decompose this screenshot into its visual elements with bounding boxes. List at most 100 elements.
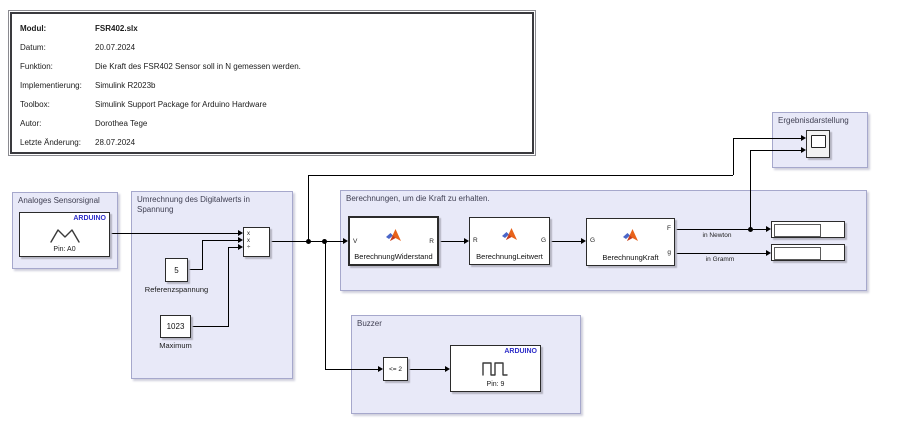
info-label: Implementierung: [20, 81, 82, 90]
info-label: Letzte Änderung: [20, 138, 81, 147]
info-label: Datum: [20, 43, 46, 52]
wire-segment [439, 241, 464, 242]
info-value: 20.07.2024 [95, 43, 136, 52]
wire-junction [306, 239, 311, 244]
wire-arrowhead [464, 238, 469, 244]
area-umrechnung[interactable]: Umrechnung des Digitalwerts in Spannung [131, 191, 293, 379]
area-ergebnisdarstellung[interactable]: Ergebnisdarstellung [772, 112, 868, 168]
info-row: Letzte Änderung: 28.07.2024 [20, 133, 532, 152]
wire-arrowhead [581, 238, 586, 244]
pin-label: Pin: A0 [53, 246, 76, 253]
wire-segment [202, 240, 203, 270]
port-label: G [540, 237, 546, 244]
wire-segment [550, 241, 581, 242]
display-block-gramm[interactable] [771, 244, 845, 261]
wire-segment [325, 241, 326, 369]
info-row: Modul: FSR402.slx [20, 19, 532, 38]
block-name: BerechnungLeitwert [476, 252, 543, 261]
product-port-label: x [247, 238, 250, 244]
info-value: Die Kraft des FSR402 Sensor soll in N ge… [95, 62, 301, 71]
wire-junction [748, 227, 753, 232]
wire-segment [188, 269, 203, 270]
compare-expression: <= 2 [388, 365, 402, 373]
matlab-function-block-widerstand[interactable]: V R BerechnungWiderstand [348, 216, 439, 266]
compare-block[interactable]: <= 2 [383, 357, 408, 381]
product-port-label: x [247, 231, 250, 237]
model-info-annotation[interactable]: Modul: FSR402.slx Datum: 20.07.2024 Funk… [8, 10, 536, 156]
port-label: R [429, 238, 434, 245]
port-label: V [353, 238, 358, 245]
matlab-fcn-icon [385, 229, 401, 241]
info-value: FSR402.slx [95, 24, 138, 33]
port-label: F [667, 225, 671, 232]
area-label: Umrechnung des Digitalwerts in Spannung [137, 195, 250, 215]
wire-segment [325, 369, 378, 370]
arduino-brand-label: ARDUINO [73, 215, 106, 222]
signal-label-newton: in Newton [702, 232, 732, 239]
matlab-function-block-kraft[interactable]: G F g BerechnungKraft [586, 218, 675, 266]
port-label: G [590, 237, 596, 244]
product-port-label: ÷ [247, 245, 251, 251]
info-value: 28.07.2024 [95, 138, 136, 147]
wire-segment [191, 326, 229, 327]
info-label: Funktion: [20, 62, 53, 71]
wire-segment [202, 240, 238, 241]
wire-arrowhead [343, 238, 348, 244]
constant-block-maximum[interactable]: 1023 [160, 315, 191, 338]
wire-arrowhead [766, 250, 771, 256]
matlab-fcn-icon [622, 229, 638, 241]
wire-segment [733, 138, 734, 175]
info-row: Implementierung: Simulink R2023b [20, 76, 532, 95]
info-value: Simulink Support Package for Arduino Har… [95, 100, 267, 109]
display-value-field [774, 224, 821, 237]
wire-segment [733, 138, 801, 139]
wire-segment [750, 150, 801, 151]
area-label: Buzzer [357, 319, 382, 328]
display-value-field [774, 247, 821, 260]
port-label: g [667, 249, 671, 256]
product-ports: x x ÷ [244, 228, 269, 252]
area-label: Berechnungen, um die Kraft zu erhalten. [346, 194, 490, 203]
signal-label-gramm: in Gramm [705, 256, 735, 263]
wire-segment [408, 369, 445, 370]
block-name: BerechnungKraft [602, 253, 659, 262]
info-row: Funktion: Die Kraft des FSR402 Sensor so… [20, 57, 532, 76]
constant-block-referenzspannung[interactable]: 5 [165, 258, 188, 282]
wire-segment [308, 175, 309, 241]
wire-arrowhead [378, 366, 383, 372]
wire-arrowhead [801, 147, 806, 153]
info-row: Toolbox: Simulink Support Package for Ar… [20, 95, 532, 114]
info-label: Toolbox: [20, 100, 50, 109]
port-label: R [473, 237, 478, 244]
wire-arrowhead [238, 237, 243, 243]
wire-segment [110, 233, 238, 234]
wire-segment [675, 229, 766, 230]
wire-segment [228, 247, 229, 327]
info-value: Simulink R2023b [95, 81, 156, 90]
display-block-newton[interactable] [771, 221, 845, 238]
info-row: Datum: 20.07.2024 [20, 38, 532, 57]
arduino-analog-input-block[interactable]: ARDUINO Pin: A0 [19, 212, 110, 257]
wire-arrowhead [445, 366, 450, 372]
info-value: Dorothea Tege [95, 119, 148, 128]
arduino-digital-output-block[interactable]: ARDUINO Pin: 9 [450, 345, 541, 392]
constant-value: 1023 [166, 322, 185, 331]
constant-value: 5 [174, 265, 179, 275]
sine-wave-icon [49, 229, 80, 243]
product-block[interactable]: x x ÷ [243, 227, 270, 257]
scope-block[interactable] [806, 130, 830, 158]
wire-arrowhead [238, 230, 243, 236]
wire-segment [228, 247, 238, 248]
wire-arrowhead [801, 135, 806, 141]
info-label: Autor: [20, 119, 42, 128]
wire-arrowhead [238, 244, 243, 250]
area-label: Ergebnisdarstellung [778, 116, 849, 125]
arduino-brand-label: ARDUINO [504, 348, 537, 355]
matlab-function-block-leitwert[interactable]: R G BerechnungLeitwert [469, 217, 550, 265]
wire-segment [675, 253, 766, 254]
block-caption: Maximum [159, 341, 192, 350]
wire-arrowhead [766, 226, 771, 232]
block-caption: Referenzspannung [144, 285, 209, 294]
wire-junction [322, 239, 327, 244]
